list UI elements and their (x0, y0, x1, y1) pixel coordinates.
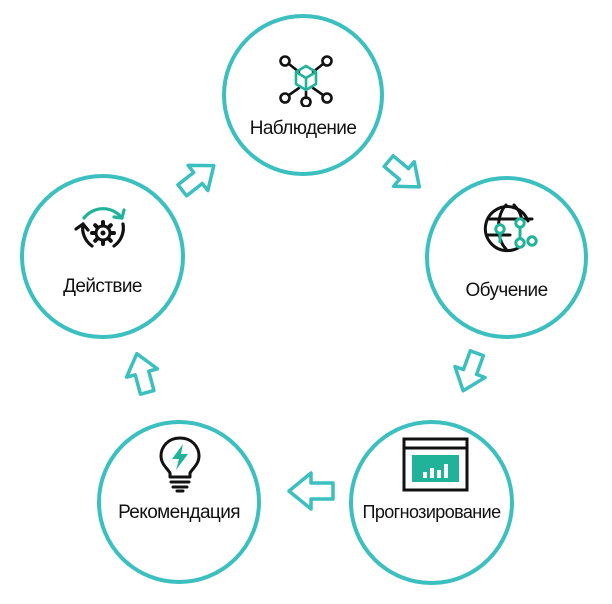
monitor-chart-icon (402, 437, 469, 492)
node-label: Обучение (465, 280, 548, 301)
arrow-action-to-observation (176, 163, 216, 198)
globe-network-icon (483, 203, 538, 253)
node-label: Действие (63, 276, 142, 297)
node-label: Наблюдение (249, 118, 357, 139)
node-learning: Обучение (425, 176, 588, 339)
arrow-forecasting-to-recommendation (287, 471, 335, 511)
arrow-observation-to-learning (382, 154, 422, 189)
gear-cycle-icon (74, 207, 126, 248)
arrow-recommendation-to-action (124, 351, 160, 396)
arrow-learning-to-forecasting (453, 349, 487, 393)
node-recommendation: Рекомендация (97, 420, 261, 584)
node-observation: Наблюдение (222, 14, 384, 176)
node-label: Рекомендация (118, 502, 240, 523)
network-cube-icon (279, 55, 333, 107)
node-action: Действие (20, 174, 185, 339)
node-forecasting: Прогнозирование (349, 420, 514, 585)
lightbulb-bolt-icon (159, 436, 201, 493)
node-label: Прогнозирование (362, 502, 502, 522)
